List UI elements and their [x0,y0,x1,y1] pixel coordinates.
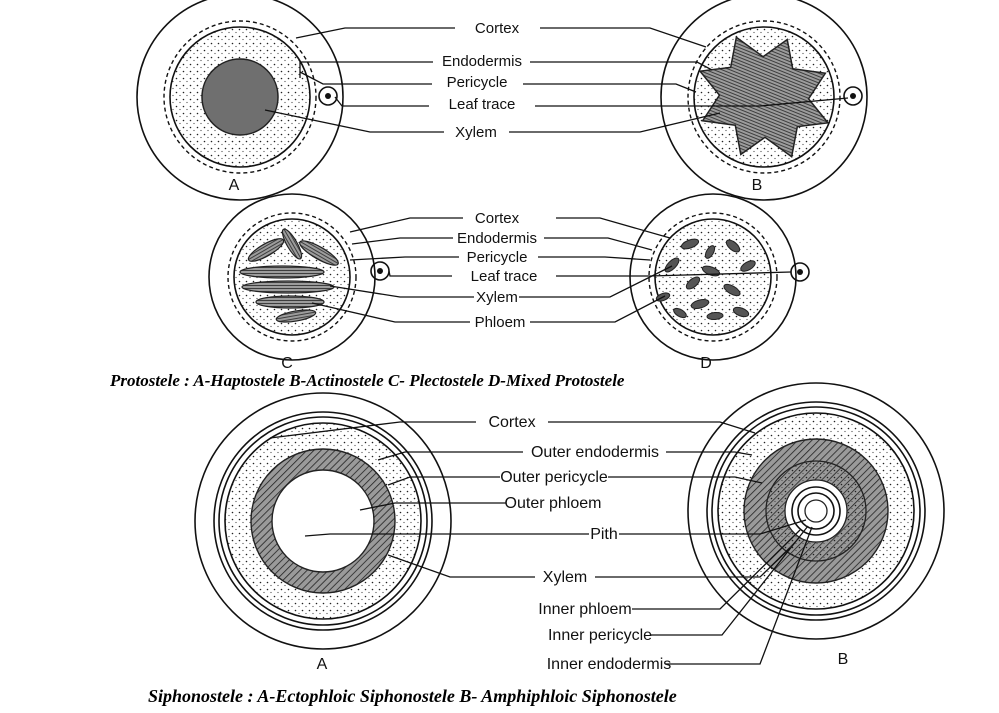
letter-d: D [700,355,712,372]
label-inner-phloem: Inner phloem [538,601,631,618]
letter-a-top: A [229,177,240,194]
label-pericycle: Pericycle [447,74,508,91]
caption-protostele: Protostele : A-Haptostele B-Actinostele … [109,371,625,390]
letter-b-bottom: B [838,651,849,668]
protostele-d-mixed [630,194,809,360]
label-pith: Pith [590,526,618,543]
label-cortex: Cortex [475,20,520,37]
protostele-c-plectostele [209,194,389,360]
label-xylem-2: Xylem [476,289,518,306]
label-outer-pericycle: Outer pericycle [500,469,608,486]
label-sipho-xylem: Xylem [543,569,587,586]
label-endodermis: Endodermis [442,53,522,70]
caption-siphonostele: Siphonostele : A-Ectophloic Siphonostele… [148,686,677,706]
label-endodermis-2: Endodermis [457,230,537,247]
label-pericycle-2: Pericycle [467,249,528,266]
letter-b-top: B [752,177,763,194]
label-outer-phloem: Outer phloem [505,495,602,512]
protostele-a-haptostele [137,0,343,200]
siphonostele-b-amphiphloic [688,383,944,639]
letter-a-bottom: A [317,656,328,673]
protostele-b-actinostele [661,0,867,200]
label-xylem: Xylem [455,124,497,141]
letter-c: C [281,355,293,372]
label-leaf-trace: Leaf trace [449,96,516,113]
label-cortex-2: Cortex [475,210,520,227]
label-inner-pericycle: Inner pericycle [548,627,652,644]
label-leaf-trace-2: Leaf trace [471,268,538,285]
label-sipho-cortex: Cortex [488,414,535,431]
label-outer-endodermis: Outer endodermis [531,444,659,461]
label-inner-endodermis: Inner endodermis [547,656,672,673]
label-phloem: Phloem [475,314,526,331]
